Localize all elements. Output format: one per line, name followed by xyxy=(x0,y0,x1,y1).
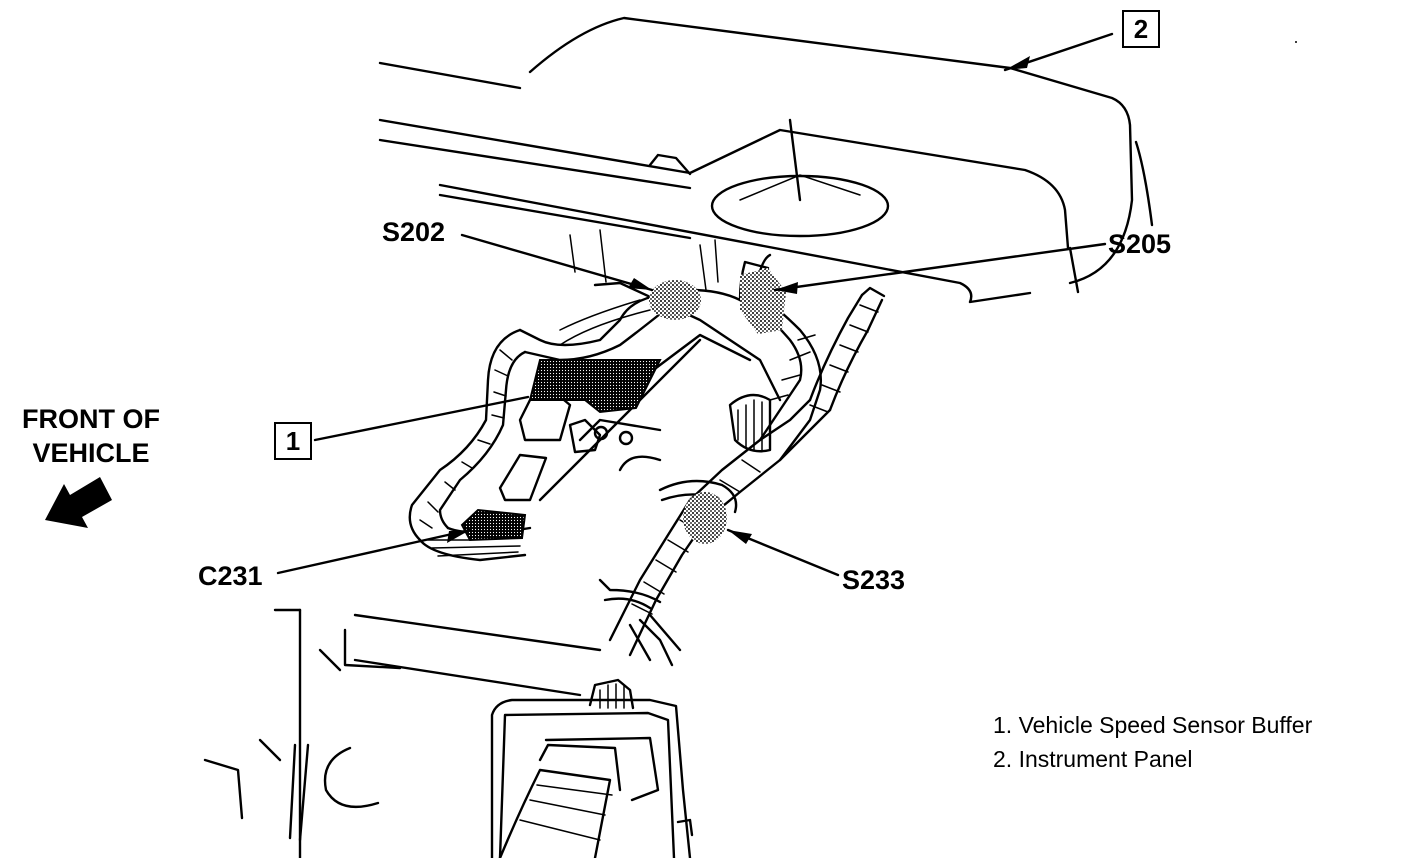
wiring-harness xyxy=(408,253,886,667)
label-s205: S205 xyxy=(1108,229,1172,259)
front-line-1: FRONT OF xyxy=(22,404,160,434)
label-s202: S202 xyxy=(382,217,446,247)
splice-s202 xyxy=(649,280,701,320)
front-of-vehicle-label: FRONT OF VEHICLE xyxy=(6,402,176,470)
callout-2: 2 xyxy=(1122,10,1160,48)
arrowheads xyxy=(447,56,1030,544)
callout-1: 1 xyxy=(274,422,312,460)
label-c231: C231 xyxy=(198,561,263,591)
label-s233: S233 xyxy=(842,565,906,595)
front-line-2: VEHICLE xyxy=(32,438,150,468)
front-direction-arrow-icon xyxy=(45,477,112,528)
splice-s233 xyxy=(683,492,727,544)
legend-item-1: 1. Vehicle Speed Sensor Buffer xyxy=(993,712,1313,738)
connector-c231 xyxy=(460,508,527,542)
vehicle-speed-sensor-buffer xyxy=(528,359,662,414)
legend-item-2: 2. Instrument Panel xyxy=(993,746,1193,772)
instrument-panel xyxy=(378,16,1154,304)
lower-console xyxy=(203,281,782,858)
splice-s205 xyxy=(740,268,786,334)
legend: 1. Vehicle Speed Sensor Buffer 2. Instru… xyxy=(993,708,1312,776)
